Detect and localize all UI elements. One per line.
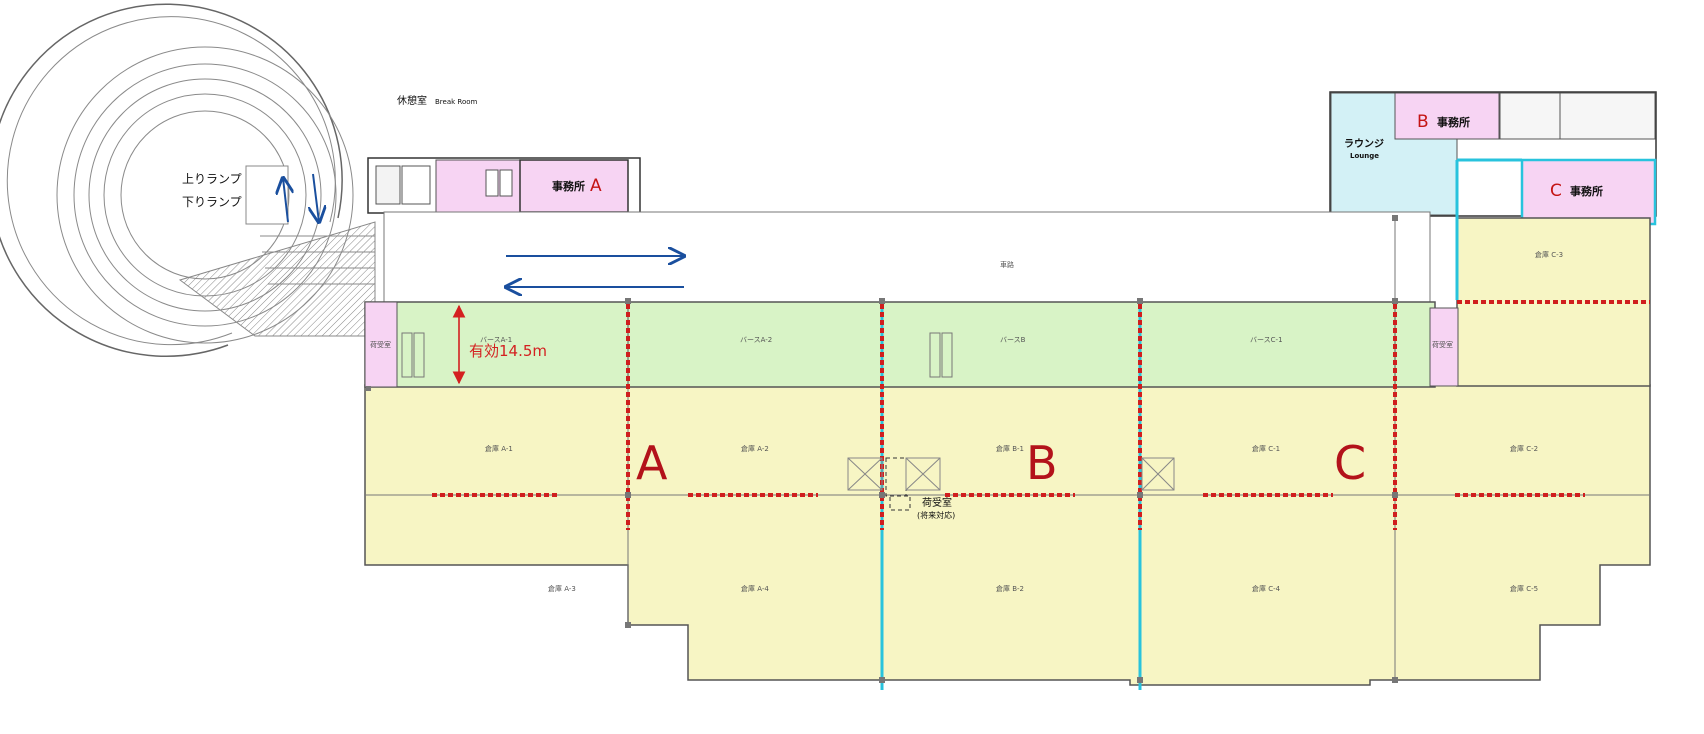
loading-x-marks xyxy=(847,457,1175,491)
passage-label: 車路 xyxy=(1000,261,1014,269)
office-c-letter: C xyxy=(1550,181,1562,201)
effective-depth-label: 有効14.5m xyxy=(469,342,548,360)
office-b-label: 事務所 xyxy=(1437,116,1470,129)
arrow-ramp-down xyxy=(313,173,319,222)
office-a-label: 事務所 xyxy=(552,180,585,193)
zone-a-letter: A xyxy=(636,436,668,490)
warehouse-a1-label: 倉庫 A-1 xyxy=(485,445,513,453)
traffic-arrows xyxy=(283,173,684,287)
warehouse-b1-label: 倉庫 B-1 xyxy=(996,445,1025,453)
break-room-en-label: Break Room xyxy=(435,98,478,106)
berth-strip xyxy=(364,301,1459,388)
berth-a1-label: バースA-1 xyxy=(480,336,513,344)
office-c-label: 事務所 xyxy=(1570,185,1603,198)
berth-c1-label: バースC-1 xyxy=(1250,336,1283,344)
warehouse-c2-label: 倉庫 C-2 xyxy=(1510,445,1539,453)
ramp-down-label: 下りランプ xyxy=(182,195,242,209)
warehouse-a2-label: 倉庫 A-2 xyxy=(741,445,769,453)
warehouse-b2-label: 倉庫 B-2 xyxy=(996,585,1025,593)
zone-c-letter: C xyxy=(1334,436,1367,490)
warehouse-a4-label: 倉庫 A-4 xyxy=(741,585,769,593)
ramp-up-label: 上りランプ xyxy=(182,172,242,186)
office-b-letter: B xyxy=(1417,112,1429,132)
berth-b-label: バースB xyxy=(1000,336,1026,344)
break-room-label: 休憩室 xyxy=(397,96,427,107)
office-a-letter: A xyxy=(590,176,602,196)
side-room-left-label: 荷受室 xyxy=(370,341,391,349)
lounge-en-label: Lounge xyxy=(1350,152,1379,160)
arrow-ramp-up xyxy=(283,178,288,223)
receiving-room-note: (将来対応) xyxy=(917,511,956,520)
warehouse-c5-label: 倉庫 C-5 xyxy=(1510,585,1539,593)
top-right-block xyxy=(1329,91,1657,226)
zone-b-letter: B xyxy=(1026,436,1058,490)
lounge-label: ラウンジ xyxy=(1344,139,1384,150)
berth-a2-label: バースA-2 xyxy=(740,336,773,344)
side-room-right-label: 荷受室 xyxy=(1432,341,1453,349)
warehouse-c3-label: 倉庫 C-3 xyxy=(1535,251,1564,259)
top-left-block xyxy=(367,157,641,214)
columns xyxy=(366,215,1398,683)
warehouse-c1-label: 倉庫 C-1 xyxy=(1252,445,1281,453)
warehouse-a3-label: 倉庫 A-3 xyxy=(548,585,576,593)
warehouse-c4-label: 倉庫 C-4 xyxy=(1252,585,1281,593)
receiving-room-label: 荷受室 xyxy=(922,498,952,509)
